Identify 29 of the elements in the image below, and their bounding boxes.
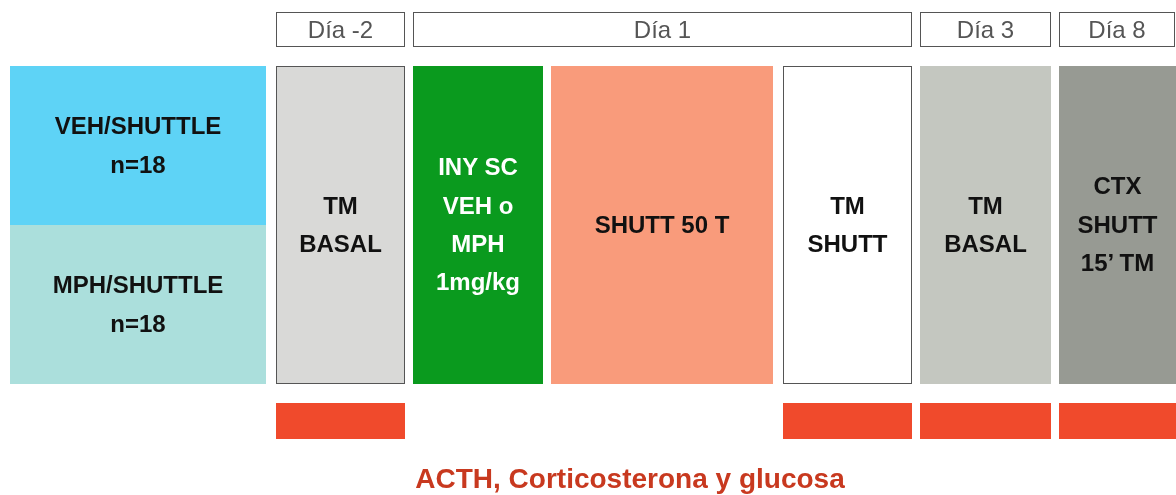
node-label: VEH/SHUTTLE n=18: [53, 111, 223, 180]
day-header: [1059, 12, 1175, 47]
phase-column: [1059, 66, 1176, 384]
group-box: [10, 66, 266, 225]
sampling-bar: [920, 403, 1051, 439]
node-label: Día 3: [956, 14, 1015, 45]
day-header: [276, 12, 405, 47]
node-label: Día 1: [633, 14, 692, 45]
phase-column: [276, 66, 405, 384]
caption-note: ACTH, Corticosterona y glucosa: [415, 462, 845, 495]
day-header: [413, 12, 912, 47]
node-label: Día 8: [1088, 14, 1146, 45]
sampling-bar: [276, 403, 405, 439]
day-header: [920, 12, 1051, 47]
node-label: TM BASAL: [298, 190, 383, 259]
node-label: TM BASAL: [943, 190, 1028, 259]
group-box: [10, 225, 266, 384]
node-label: INY SC VEH o MPH 1mg/kg: [435, 152, 521, 298]
node-label: Día -2: [307, 14, 374, 45]
node-label: TM SHUTT: [806, 190, 889, 259]
phase-column: [413, 66, 543, 384]
sampling-bar: [1059, 403, 1176, 439]
phase-column: [783, 66, 912, 384]
sampling-bar: [783, 403, 912, 439]
phase-column: [551, 66, 773, 384]
node-label: CTX SHUTT 15’ TM: [1076, 171, 1159, 279]
phase-column: [920, 66, 1051, 384]
node-label: MPH/SHUTTLE n=18: [51, 270, 225, 339]
node-label: SHUTT 50 T: [594, 209, 730, 240]
